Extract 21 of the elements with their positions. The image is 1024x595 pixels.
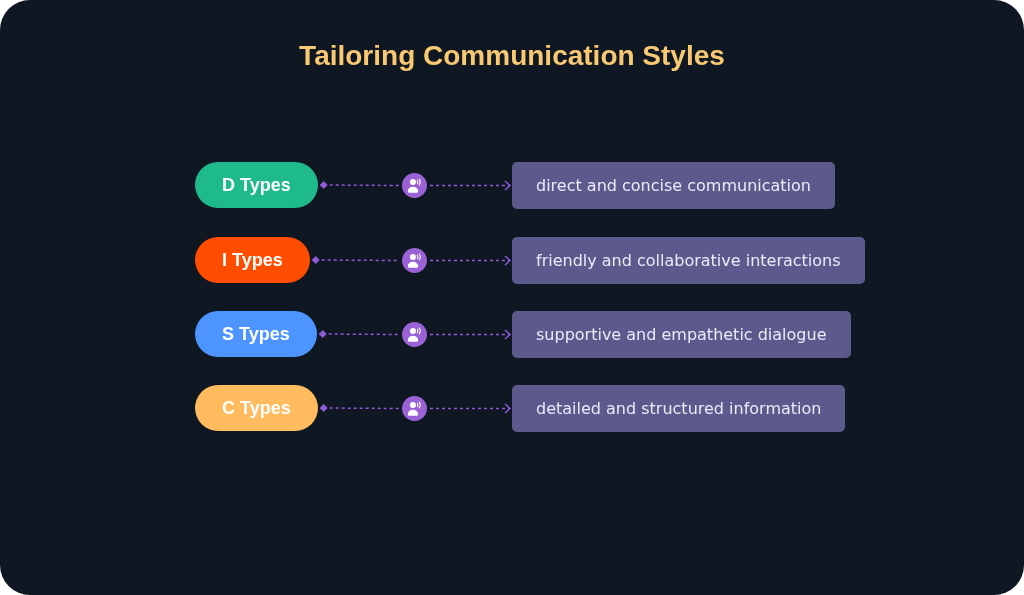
dashed-arrow <box>429 180 511 191</box>
dashed-connector <box>319 404 400 412</box>
person-speaking-icon <box>402 322 427 347</box>
person-speaking-icon <box>402 396 427 421</box>
description-box: detailed and structured information <box>512 385 846 432</box>
type-pill: I Types <box>195 237 310 283</box>
dashed-connector <box>319 181 400 189</box>
dashed-connector <box>311 256 400 264</box>
dashed-arrow <box>429 329 511 340</box>
dashed-arrow <box>429 403 511 414</box>
person-speaking-icon <box>402 248 427 273</box>
person-speaking-icon <box>402 173 427 198</box>
dashed-arrow <box>429 255 511 266</box>
description-box: supportive and empathetic dialogue <box>512 311 851 358</box>
description-box: direct and concise communication <box>512 162 835 209</box>
title: Tailoring Communication Styles <box>299 39 725 73</box>
type-pill: C Types <box>195 385 318 431</box>
type-pill: D Types <box>195 162 318 208</box>
dashed-connector <box>318 330 400 338</box>
description-box: friendly and collaborative interactions <box>512 237 865 284</box>
type-pill: S Types <box>195 311 317 357</box>
